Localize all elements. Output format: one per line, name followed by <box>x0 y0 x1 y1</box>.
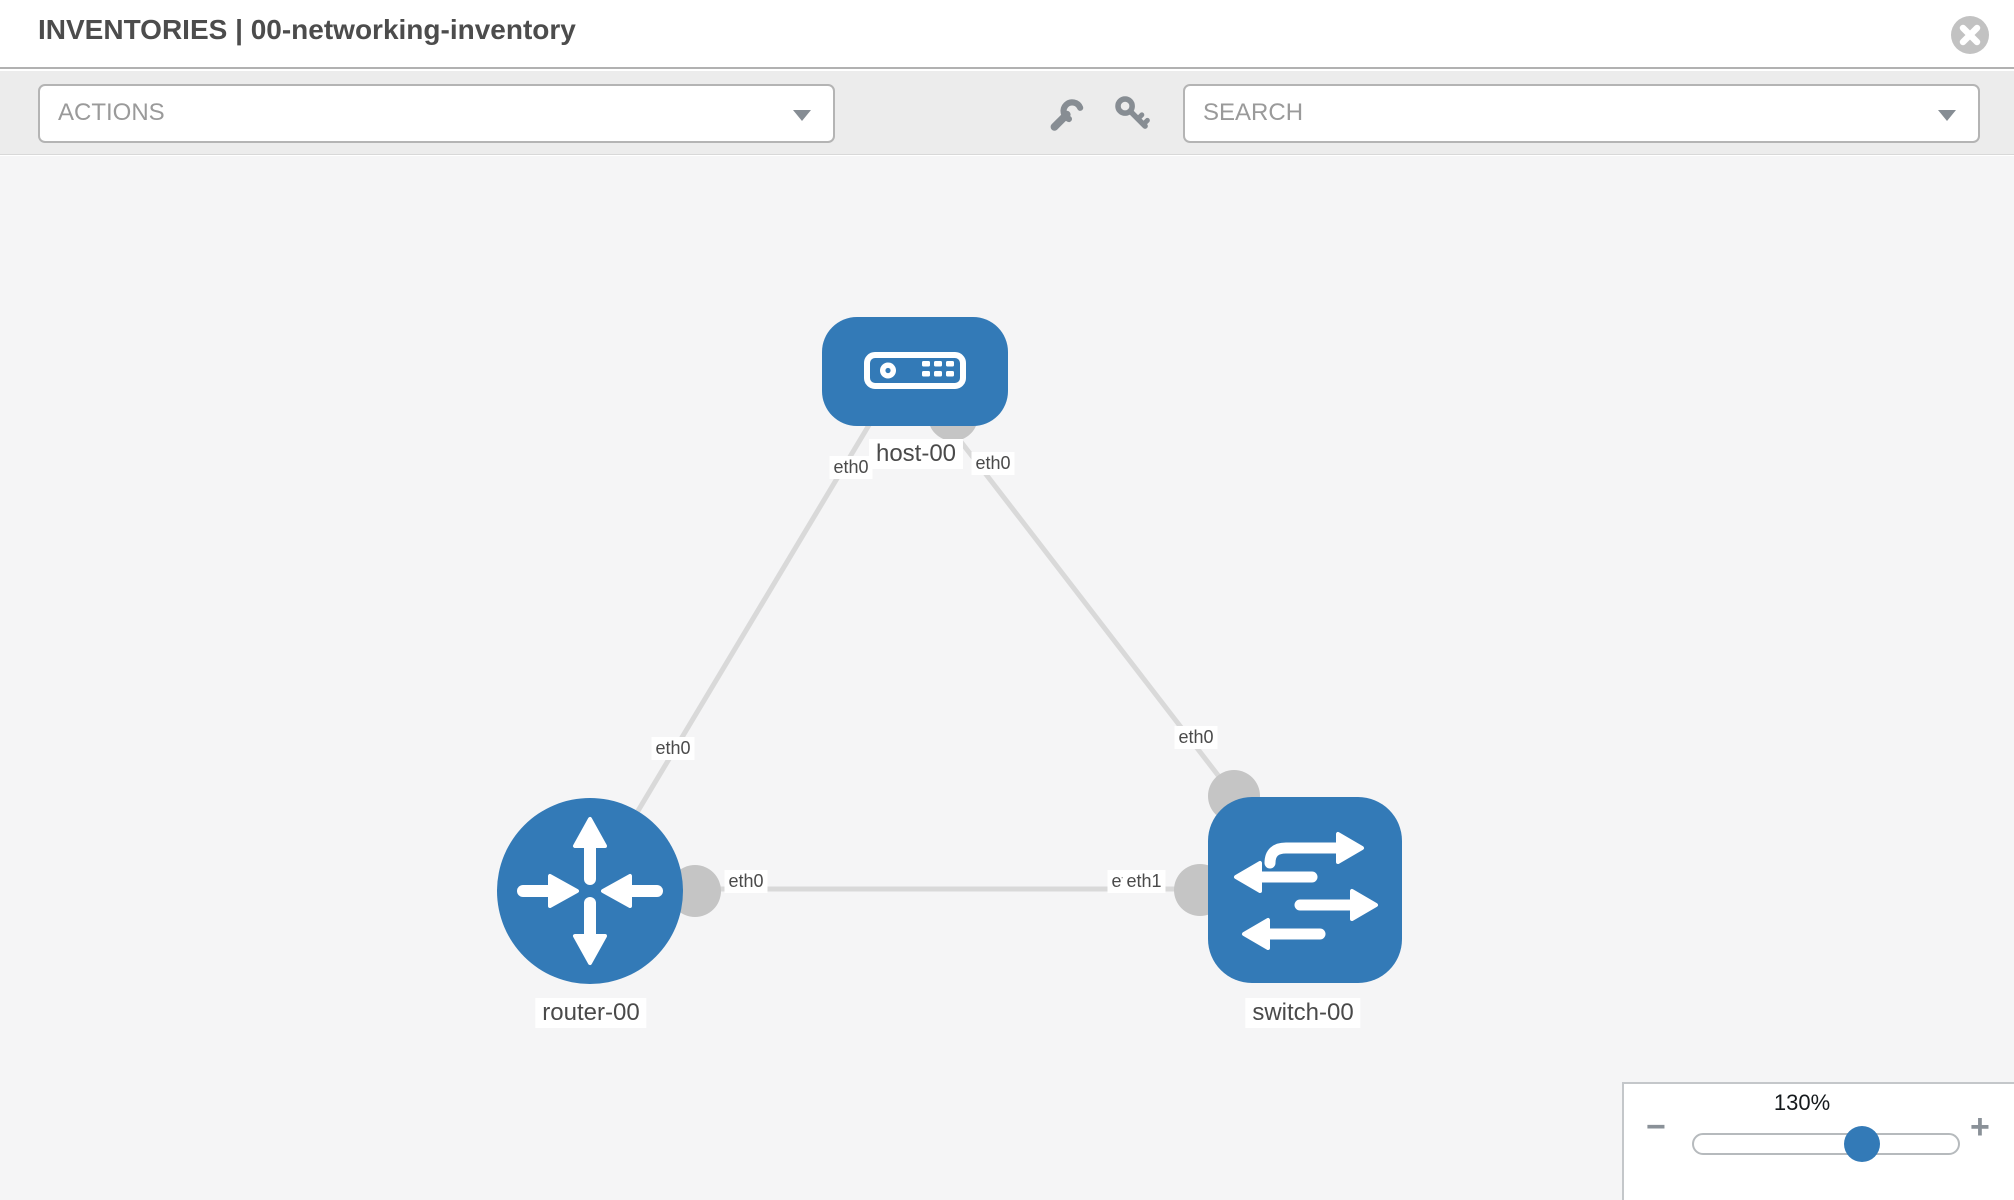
interface-label: eth0 <box>724 870 768 893</box>
search-placeholder: SEARCH <box>1203 99 1304 126</box>
interface-label: eth0 <box>829 456 873 479</box>
endpoint-dots <box>669 391 1260 917</box>
toolbar: ACTIONS SEARCH <box>0 71 2014 155</box>
node-host[interactable] <box>822 317 1008 426</box>
header-bar: INVENTORIES | 00-networking-inventory <box>0 0 2014 69</box>
close-button[interactable] <box>1950 15 1990 55</box>
configure-button[interactable] <box>1044 93 1088 135</box>
caret-down-icon <box>1938 110 1956 121</box>
zoom-control-panel: 130% − + <box>1622 1082 2014 1200</box>
actions-dropdown-label: ACTIONS <box>58 99 165 126</box>
interface-label: eth1 <box>1122 870 1166 893</box>
search-dropdown[interactable]: SEARCH <box>1183 84 1980 143</box>
topology-canvas[interactable] <box>0 156 2014 1200</box>
node-label-switch: switch-00 <box>1245 998 1361 1028</box>
interface-label: eth0 <box>1174 726 1218 749</box>
host-icon <box>864 352 966 389</box>
zoom-in-button[interactable]: + <box>1970 1108 1990 1146</box>
credentials-button[interactable] <box>1110 93 1154 135</box>
zoom-out-button[interactable]: − <box>1646 1108 1666 1146</box>
interface-label: eth0 <box>971 452 1015 475</box>
switch-icon <box>1234 832 1378 950</box>
node-label-host: host-00 <box>868 439 964 469</box>
page-title: INVENTORIES | 00-networking-inventory <box>38 14 576 45</box>
caret-down-icon <box>793 110 811 121</box>
node-switch[interactable] <box>1208 797 1402 983</box>
node-router[interactable] <box>497 798 683 984</box>
node-label-router: router-00 <box>535 998 647 1028</box>
zoom-value: 130% <box>1773 1090 1831 1115</box>
interface-label: eth0 <box>651 737 695 760</box>
zoom-slider-thumb[interactable] <box>1844 1126 1880 1162</box>
zoom-slider-track[interactable] <box>1692 1126 1960 1162</box>
wrench-icon <box>1050 99 1084 131</box>
router-icon <box>517 817 663 965</box>
key-icon <box>1115 96 1150 129</box>
close-icon <box>1951 16 1989 54</box>
links-group <box>587 418 1236 893</box>
actions-dropdown[interactable]: ACTIONS <box>38 84 835 143</box>
